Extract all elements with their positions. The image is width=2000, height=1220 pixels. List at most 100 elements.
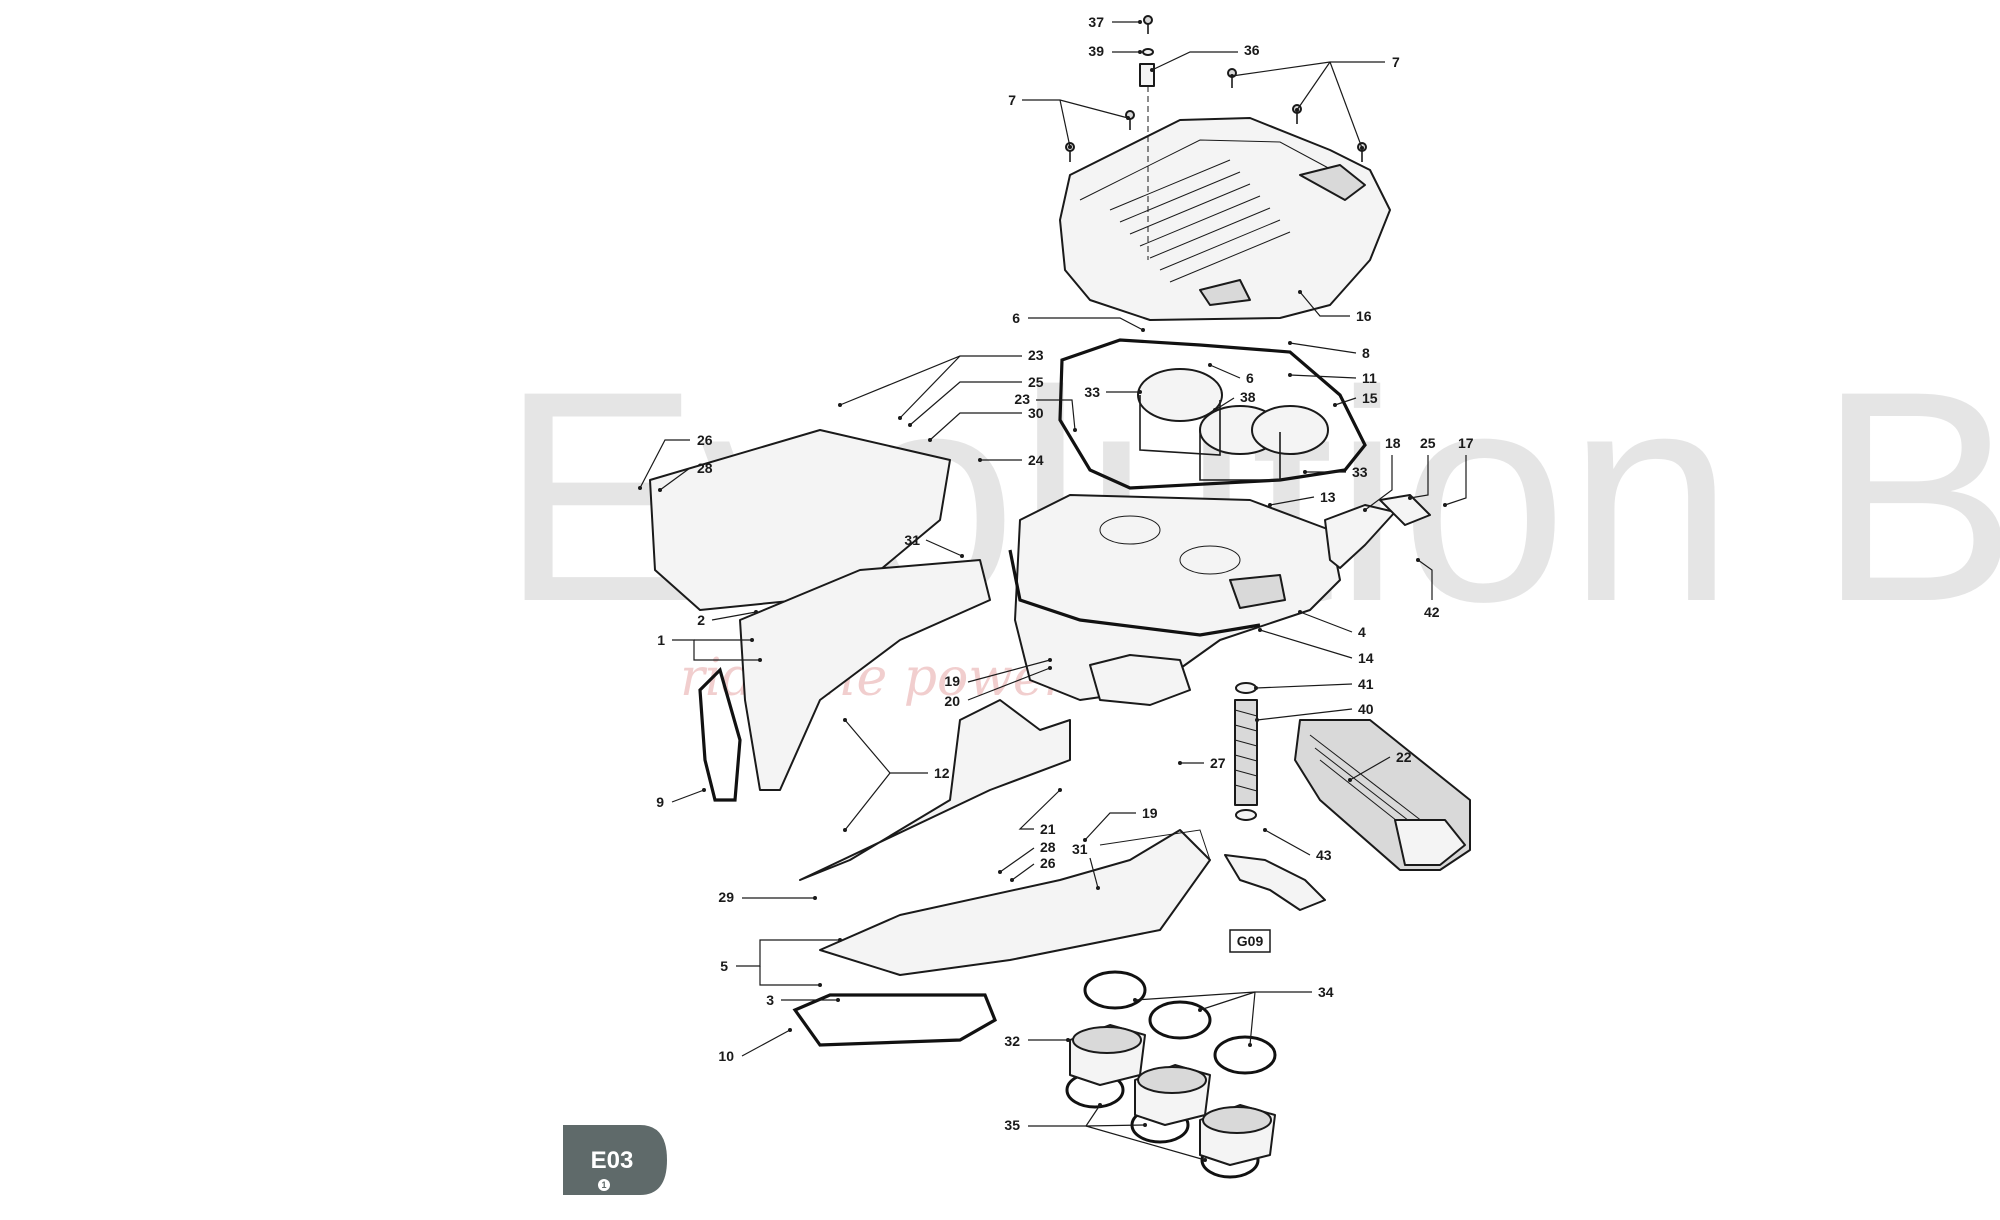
gasket-10 [792,993,998,1047]
callout-30[interactable]: 30 [1028,405,1044,421]
leader-13 [1269,496,1315,506]
leader-6b [1209,364,1241,379]
callout-8[interactable]: 8 [1362,345,1370,361]
callout-13[interactable]: 13 [1320,489,1336,505]
leader-23b-l2-dot [898,416,902,420]
callout-23a[interactable]: 23 [1014,391,1030,407]
leader-25a [909,381,1022,426]
callout-28a[interactable]: 28 [697,460,713,476]
callout-10[interactable]: 10 [718,1048,734,1064]
leader-7b [1231,61,1385,77]
leader-1-dot [758,658,762,662]
callout-7b[interactable]: 7 [1392,54,1400,70]
callout-7a[interactable]: 7 [1008,92,1016,108]
leader-30 [929,412,1022,441]
callout-3[interactable]: 3 [766,992,774,1008]
leader-7b-dot [1230,74,1234,78]
leader-19a [967,659,1051,683]
leader-7b-l3 [1329,61,1363,149]
callout-22[interactable]: 22 [1396,749,1412,765]
callout-35[interactable]: 35 [1004,1117,1020,1133]
callout-4[interactable]: 4 [1358,624,1366,640]
leader-5-l2-dot [818,983,822,987]
callout-24[interactable]: 24 [1028,452,1044,468]
callout-19b[interactable]: 19 [1142,805,1158,821]
callout-2[interactable]: 2 [697,612,705,628]
leader-21-dot [1058,788,1062,792]
callout-25a[interactable]: 25 [1028,374,1044,390]
leader-34-dot [1133,998,1137,1002]
leader-12 [844,719,928,774]
leader-5 [736,939,840,967]
intake-gasket-assembly [1058,338,1367,490]
callout-21[interactable]: 21 [1040,821,1056,837]
leader-18-dot [1363,508,1367,512]
leader-34-l2 [1199,991,1256,1011]
callout-33a[interactable]: 33 [1084,384,1100,400]
leader-28b [999,847,1035,873]
leader-8 [1289,342,1357,354]
leader-23a-dot [1073,428,1077,432]
callout-32[interactable]: 32 [1004,1033,1020,1049]
leader-28a-dot [658,488,662,492]
callout-9[interactable]: 9 [656,794,664,810]
leader-29-dot [813,896,817,900]
callout-6a[interactable]: 6 [1012,310,1020,326]
leader-19a-dot [1048,658,1052,662]
callout-5[interactable]: 5 [720,958,728,974]
callout-34[interactable]: 34 [1318,984,1334,1000]
leader-10 [741,1029,791,1057]
leader-20-dot [1048,666,1052,670]
callout-31a[interactable]: 31 [904,532,920,548]
leader-7a-dot [1126,116,1130,120]
callout-17[interactable]: 17 [1458,435,1474,451]
reference-box-label: G09 [1237,933,1264,949]
leader-1-l2-dot [750,638,754,642]
callout-11[interactable]: 11 [1362,370,1377,386]
leader-23b-dot [838,403,842,407]
callout-19a[interactable]: 19 [944,673,960,689]
callout-16[interactable]: 16 [1356,308,1372,324]
leader-21 [1018,789,1061,830]
callout-31b[interactable]: 31 [1072,841,1088,857]
leader-31a-dot [960,554,964,558]
leader-7b-l3-dot [1360,146,1364,150]
callout-25b[interactable]: 25 [1420,435,1436,451]
reference-box-g09[interactable]: G09 [1229,929,1271,953]
leader-35-l3 [1085,1125,1206,1161]
callout-43[interactable]: 43 [1316,847,1332,863]
section-tab[interactable]: E03 1 [563,1125,667,1195]
callout-12[interactable]: 12 [934,765,950,781]
callout-26b[interactable]: 26 [1040,855,1056,871]
callout-1[interactable]: 1 [657,632,665,648]
callout-40[interactable]: 40 [1358,701,1374,717]
leader-6a-dot [1141,328,1145,332]
callout-39[interactable]: 39 [1088,43,1104,59]
callout-26a[interactable]: 26 [697,432,713,448]
leader-39-dot [1138,50,1142,54]
bracket-18 [1324,504,1396,569]
callout-15[interactable]: 15 [1362,390,1378,406]
callout-33b[interactable]: 33 [1352,464,1368,480]
callout-18[interactable]: 18 [1385,435,1401,451]
callout-28b[interactable]: 28 [1040,839,1056,855]
callout-38[interactable]: 38 [1240,389,1256,405]
leader-15-dot [1333,403,1337,407]
callout-42[interactable]: 42 [1424,604,1440,620]
intake-adapters-32 [1069,1024,1276,1166]
leader-27-dot [1178,761,1182,765]
callout-36[interactable]: 36 [1244,42,1260,58]
callout-29[interactable]: 29 [718,889,734,905]
leader-12-dot [843,718,847,722]
callout-23b[interactable]: 23 [1028,347,1044,363]
callout-27[interactable]: 27 [1210,755,1226,771]
callout-6b[interactable]: 6 [1246,370,1254,386]
leader-34-l3-dot [1248,1043,1252,1047]
callout-14[interactable]: 14 [1358,650,1374,666]
leader-16-dot [1298,290,1302,294]
callout-20[interactable]: 20 [944,693,960,709]
leader-12-l2 [844,772,891,831]
leader-1 [672,639,760,661]
callout-41[interactable]: 41 [1358,676,1374,692]
callout-37[interactable]: 37 [1088,14,1104,30]
